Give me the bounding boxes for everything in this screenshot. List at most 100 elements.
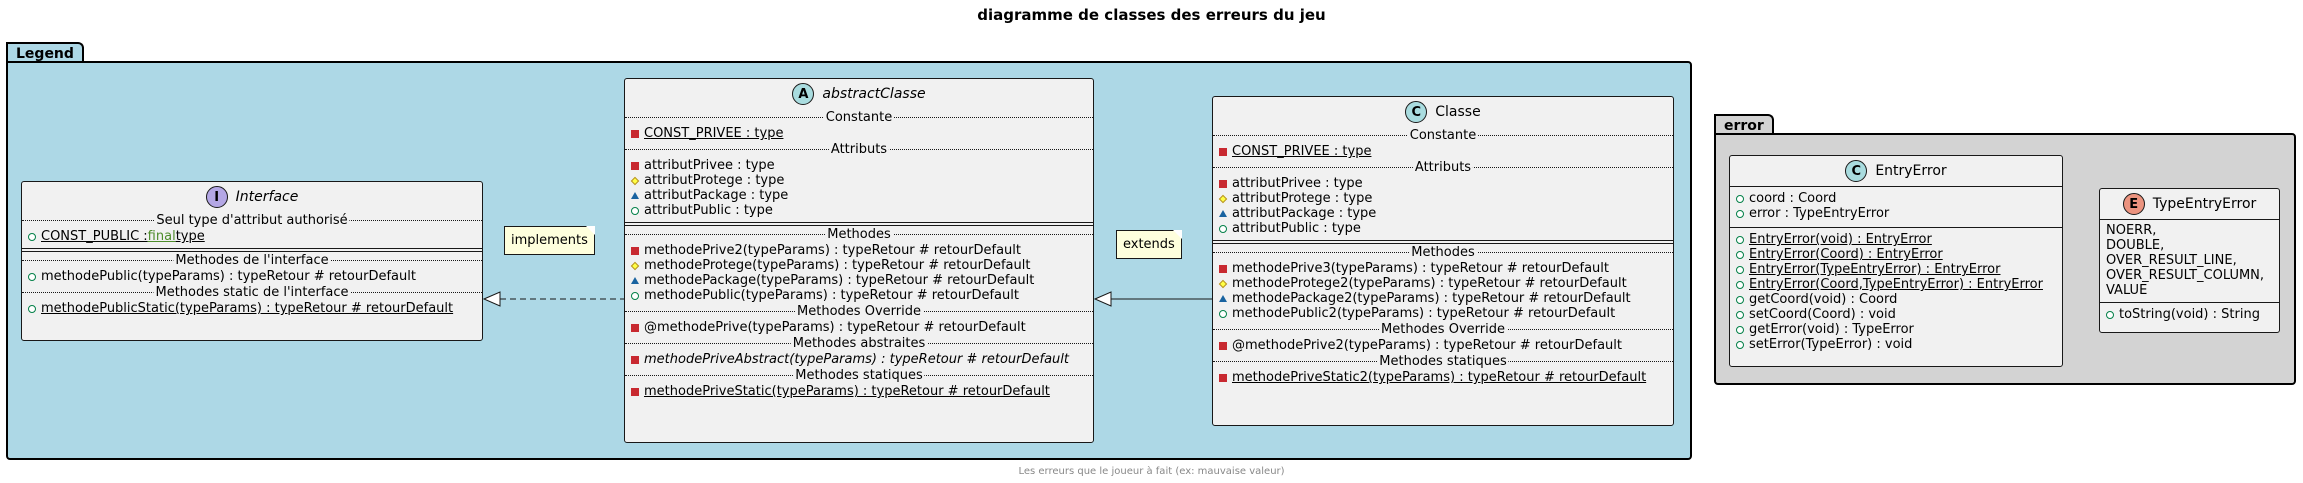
abstract-override-separator: Methodes Override — [625, 304, 1093, 319]
public-visibility-icon — [1736, 235, 1744, 244]
concrete-attr-package: attributPackage : type — [1213, 206, 1673, 221]
private-visibility-icon — [631, 323, 639, 332]
legend-package-tab: Legend — [6, 42, 84, 62]
extends-note: extends — [1116, 230, 1182, 259]
abstract-attrs-separator: Attributs — [625, 142, 1093, 157]
private-visibility-icon — [631, 387, 639, 396]
public-visibility-icon — [1736, 295, 1744, 304]
entry-error-constructor-text: EntryError(Coord) : EntryError — [1749, 247, 1943, 262]
interface-methods-separator: Methodes de l'interface — [22, 253, 482, 268]
entry-error-method: setError(TypeError) : void — [1730, 337, 2062, 352]
concrete-static-separator: Methodes statiques — [1213, 354, 1673, 369]
interface-const-type: type — [175, 229, 205, 244]
private-visibility-icon — [631, 129, 639, 138]
concrete-override-section-label: Methodes Override — [1379, 322, 1507, 337]
concrete-const-text: CONST_PRIVEE : type — [1232, 144, 1372, 159]
interface-const-keyword: final — [147, 229, 176, 244]
interface-method-static-text: methodePublicStatic(typeParams) : typeRe… — [41, 301, 454, 316]
private-visibility-icon — [1219, 264, 1227, 273]
public-visibility-icon — [1736, 325, 1744, 334]
enum-value: OVER_RESULT_COLUMN, — [2106, 268, 2265, 283]
concrete-const-separator: Constante — [1213, 128, 1673, 143]
entry-error-constructor-text: EntryError(void) : EntryError — [1749, 232, 1932, 247]
interface-stereotype-icon: I — [205, 186, 228, 208]
abstract-methods-section-label: Methodes — [825, 227, 893, 242]
public-visibility-icon — [1736, 340, 1744, 349]
public-visibility-icon — [1736, 280, 1744, 289]
entry-error-method: getCoord(void) : Coord — [1730, 292, 2062, 307]
abstract-method-text: methodeProtege(typeParams) : typeRetour … — [644, 258, 1031, 273]
interface-methods-section-label: Methodes de l'interface — [173, 253, 331, 268]
abstract-override-section-label: Methodes Override — [795, 304, 923, 319]
type-entry-error-enum-box[interactable]: E TypeEntryError NOERR, DOUBLE, OVER_RES… — [2099, 188, 2280, 333]
interface-attrs-section-label: Seul type d'attribut authorisé — [154, 213, 350, 228]
abstract-attr-text: attributPublic : type — [644, 203, 773, 218]
public-visibility-icon — [28, 232, 36, 241]
abstract-attr-text: attributPrivee : type — [644, 158, 775, 173]
interface-class-box[interactable]: I Interface Seul type d'attribut authori… — [21, 181, 483, 341]
interface-double-separator — [22, 248, 482, 252]
abstract-method-private: methodePrive2(typeParams) : typeRetour #… — [625, 243, 1093, 258]
private-visibility-icon — [1219, 341, 1227, 350]
abstract-method-text: methodePublic(typeParams) : typeRetour #… — [644, 288, 1019, 303]
diagram-title: diagramme de classes des erreurs du jeu — [977, 6, 1326, 24]
abstract-const-member: CONST_PRIVEE : type — [625, 126, 1093, 141]
public-visibility-icon — [1219, 224, 1227, 233]
entry-error-constructor: EntryError(TypeEntryError) : EntryError — [1730, 262, 2062, 277]
public-visibility-icon — [1736, 250, 1744, 259]
abstract-attr-private: attributPrivee : type — [625, 158, 1093, 173]
concrete-method-protected: methodeProtege2(typeParams) : typeRetour… — [1213, 276, 1673, 291]
concrete-method-public: methodePublic2(typeParams) : typeRetour … — [1213, 306, 1673, 321]
package-visibility-icon — [631, 277, 639, 284]
enum-value: VALUE — [2106, 283, 2148, 298]
error-package-tab: error — [1714, 114, 1774, 134]
abstract-method-text: methodePrive2(typeParams) : typeRetour #… — [644, 243, 1021, 258]
interface-method-public-text: methodePublic(typeParams) : typeRetour #… — [41, 269, 416, 284]
entry-error-method: getError(void) : TypeError — [1730, 322, 2062, 337]
type-entry-error-values-separator — [2100, 219, 2279, 220]
abstract-abstract-method: methodePriveAbstract(typeParams) : typeR… — [625, 352, 1093, 367]
entry-error-method-text: getCoord(void) : Coord — [1749, 292, 1898, 307]
entry-error-name: EntryError — [1875, 163, 1947, 179]
concrete-method-package: methodePackage2(typeParams) : typeRetour… — [1213, 291, 1673, 306]
enum-stereotype-icon: E — [2122, 193, 2145, 215]
abstract-static-section-label: Methodes statiques — [793, 368, 925, 383]
abstract-double-separator — [625, 222, 1093, 226]
interface-static-section-label: Methodes static de l'interface — [153, 285, 351, 300]
concrete-attr-text: attributPackage : type — [1232, 206, 1377, 221]
entry-error-class-box[interactable]: C EntryError coord : Coord error : TypeE… — [1729, 155, 2063, 367]
interface-header: I Interface — [22, 182, 482, 212]
concrete-attrs-separator: Attributs — [1213, 160, 1673, 175]
entry-error-header: C EntryError — [1730, 156, 2062, 186]
concrete-methods-section-label: Methodes — [1409, 245, 1477, 260]
abstract-class-box[interactable]: A abstractClasse Constante CONST_PRIVEE … — [624, 78, 1094, 443]
interface-name: Interface — [235, 189, 299, 205]
public-visibility-icon — [1736, 265, 1744, 274]
abstract-method-protected: methodeProtege(typeParams) : typeRetour … — [625, 258, 1093, 273]
package-visibility-icon — [1219, 210, 1227, 217]
private-visibility-icon — [631, 161, 639, 170]
package-visibility-icon — [631, 192, 639, 199]
concrete-class-box[interactable]: C Classe Constante CONST_PRIVEE : type A… — [1212, 96, 1674, 426]
concrete-attr-private: attributPrivee : type — [1213, 176, 1673, 191]
entry-error-attr: coord : Coord — [1730, 191, 2062, 206]
concrete-methods-separator: Methodes — [1213, 245, 1673, 260]
interface-const-member: CONST_PUBLIC : final type — [22, 229, 482, 244]
entry-error-constructor: EntryError(Coord,TypeEntryError) : Entry… — [1730, 277, 2062, 292]
abstract-const-separator: Constante — [625, 110, 1093, 125]
entry-error-attr: error : TypeEntryError — [1730, 206, 2062, 221]
concrete-override-method: @methodePrive2(typeParams) : typeRetour … — [1213, 338, 1673, 353]
abstract-const-text: CONST_PRIVEE : type — [644, 126, 784, 141]
type-entry-error-method: toString(void) : String — [2100, 307, 2279, 322]
private-visibility-icon — [631, 246, 639, 255]
abstract-attr-text: attributPackage : type — [644, 188, 789, 203]
concrete-method-text: methodePackage2(typeParams) : typeRetour… — [1232, 291, 1631, 306]
class-stereotype-icon: C — [1845, 160, 1868, 182]
implements-arrowhead — [482, 291, 501, 307]
public-visibility-icon — [28, 272, 36, 281]
interface-attrs-separator: Seul type d'attribut authorisé — [22, 213, 482, 228]
abstract-static-method: methodePriveStatic(typeParams) : typeRet… — [625, 384, 1093, 399]
class-stereotype-icon: C — [1405, 101, 1428, 123]
abstract-method-public: methodePublic(typeParams) : typeRetour #… — [625, 288, 1093, 303]
